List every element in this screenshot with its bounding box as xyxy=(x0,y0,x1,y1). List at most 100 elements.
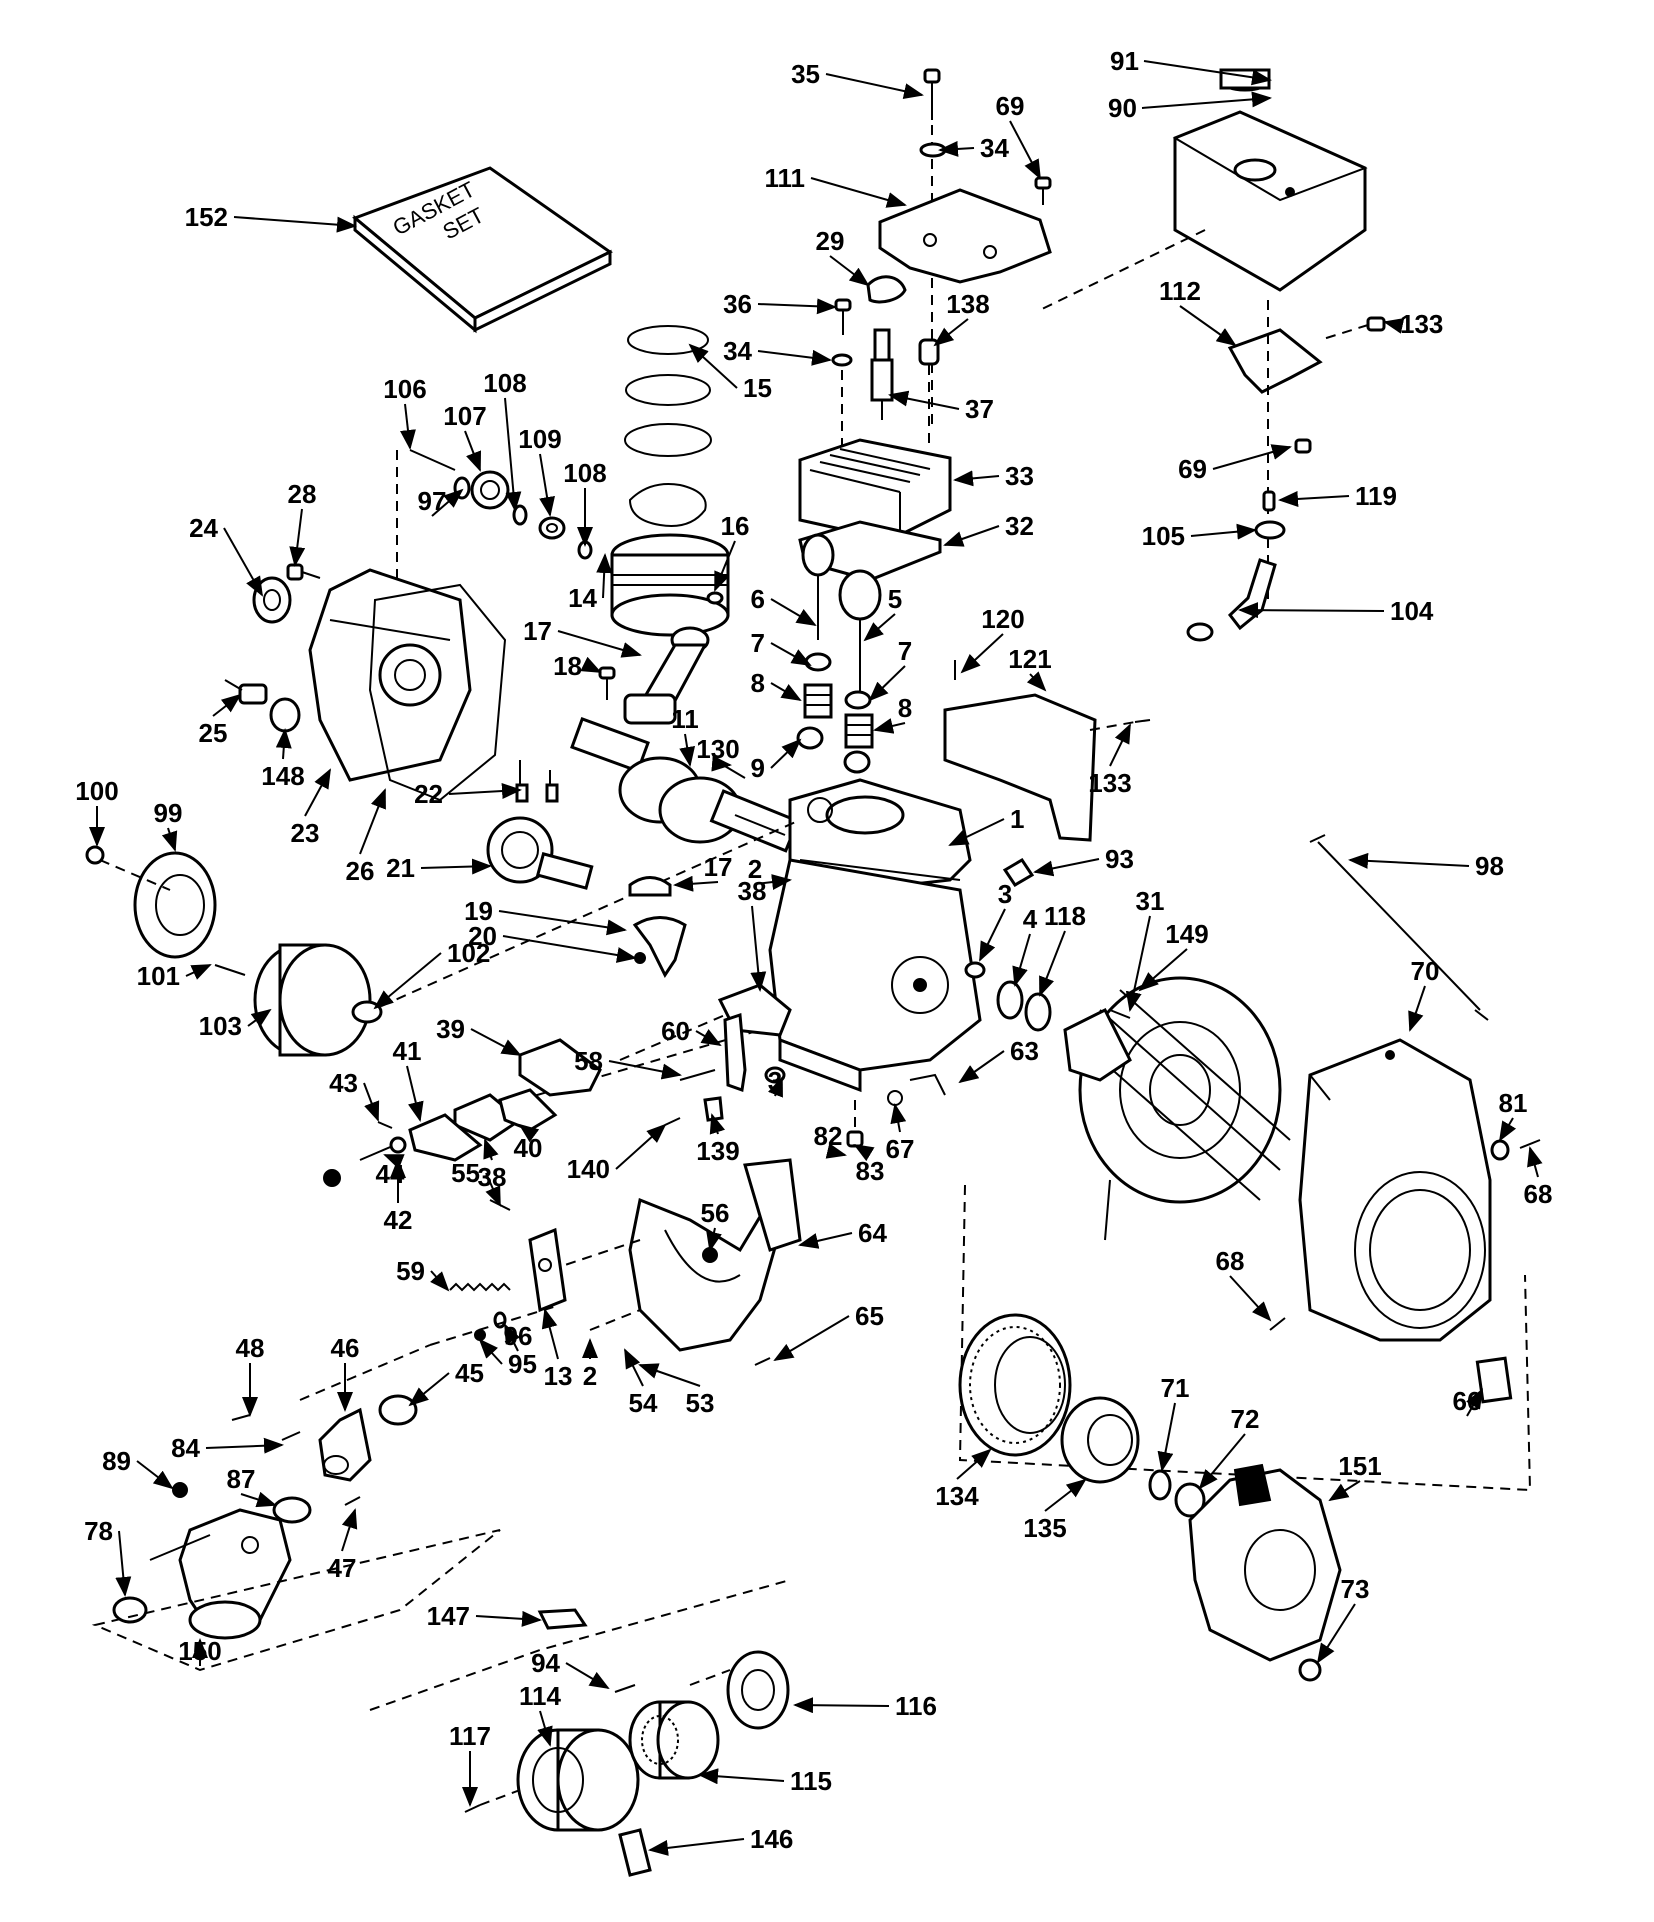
screw-69-right xyxy=(1294,438,1312,454)
part-label-148: 148 xyxy=(261,761,304,791)
part-label-69: 69 xyxy=(996,91,1025,121)
washer-34-mid xyxy=(831,353,853,367)
spring-59 xyxy=(449,1282,511,1292)
leader-line-111 xyxy=(810,177,907,208)
part-label-19: 19 xyxy=(464,896,493,926)
cap-9-right xyxy=(843,750,871,774)
intake-dash-2 xyxy=(299,1344,431,1401)
leader-line-16 xyxy=(714,540,736,592)
screw-68-left xyxy=(1269,1317,1286,1331)
part-label-25: 25 xyxy=(199,718,228,748)
part-label-32: 32 xyxy=(1005,511,1034,541)
part-label-134: 134 xyxy=(935,1481,979,1511)
leader-line-8 xyxy=(770,682,802,702)
part-label-40: 40 xyxy=(514,1133,543,1163)
leader-line-109 xyxy=(539,453,555,517)
part-label-28: 28 xyxy=(288,479,317,509)
screw-100 xyxy=(85,845,105,865)
screw-47 xyxy=(344,1496,361,1506)
part-label-64: 64 xyxy=(858,1218,887,1248)
part-label-11: 11 xyxy=(671,704,699,734)
deflector-146 xyxy=(618,1828,652,1877)
leader-line-14 xyxy=(596,553,613,599)
retainer-7-right xyxy=(844,690,872,710)
part-label-7: 7 xyxy=(751,628,765,658)
leader-line-6 xyxy=(770,598,817,627)
leader-line-17 xyxy=(673,875,719,892)
part-label-90: 90 xyxy=(1108,93,1137,123)
clamp-105-top xyxy=(1254,520,1286,540)
leader-line-43 xyxy=(363,1082,380,1122)
breather-40 xyxy=(498,1088,558,1132)
part-label-105: 105 xyxy=(1142,521,1185,551)
part-label-3: 3 xyxy=(998,879,1012,909)
leader-line-26 xyxy=(359,788,386,855)
part-label-130: 130 xyxy=(696,734,739,764)
leader-line-24 xyxy=(223,527,263,597)
leader-line-103 xyxy=(247,1008,272,1028)
leader-line-38 xyxy=(750,905,767,992)
leader-line-7 xyxy=(868,665,906,702)
leader-line-39 xyxy=(470,1028,522,1056)
part-label-101: 101 xyxy=(137,961,180,991)
part-label-97: 97 xyxy=(418,486,447,516)
part-label-4: 4 xyxy=(1023,904,1038,934)
leader-line-121 xyxy=(1026,671,1047,692)
part-label-14: 14 xyxy=(568,583,597,613)
leader-line-20 xyxy=(502,935,637,963)
ignition-module-31 xyxy=(1063,1007,1132,1241)
seal-148 xyxy=(269,697,301,733)
part-label-59: 59 xyxy=(396,1256,425,1286)
leader-line-135 xyxy=(1044,1478,1087,1512)
screw-68-right xyxy=(1519,1139,1541,1149)
leader-line-89 xyxy=(136,1460,174,1490)
leader-line-102 xyxy=(373,952,442,1010)
part-label-35: 35 xyxy=(791,59,820,89)
part-label-117: 117 xyxy=(449,1721,491,1751)
muffler-114 xyxy=(516,1728,640,1832)
leader-line-101 xyxy=(185,964,212,980)
tank-bracket-112 xyxy=(1227,328,1323,394)
oil-seal-4 xyxy=(996,980,1024,1020)
leader-line-120 xyxy=(960,633,1004,674)
muffler-dash-3 xyxy=(479,1789,521,1806)
part-label-81: 81 xyxy=(1499,1088,1528,1118)
leader-line-70 xyxy=(1408,985,1426,1032)
part-label-21: 21 xyxy=(386,853,415,883)
piston-rings-15 xyxy=(624,325,712,527)
seal-24 xyxy=(252,576,292,624)
leader-line-71 xyxy=(1157,1402,1176,1472)
camshaft-21 xyxy=(486,760,594,890)
leader-line-59 xyxy=(430,1270,450,1292)
nut-56 xyxy=(702,1247,718,1263)
leader-line-118 xyxy=(1039,930,1066,997)
air-baffle-111 xyxy=(878,188,1052,284)
part-label-38: 38 xyxy=(738,876,767,906)
screw-117 xyxy=(464,1804,481,1813)
leader-line-97 xyxy=(431,488,464,517)
leader-line-9 xyxy=(770,738,802,769)
bolt-28 xyxy=(286,563,321,581)
part-label-8: 8 xyxy=(898,693,912,723)
part-label-73: 73 xyxy=(1341,1574,1370,1604)
screw-65 xyxy=(754,1357,771,1366)
guard-99 xyxy=(133,851,217,959)
part-label-121: 121 xyxy=(1008,644,1051,674)
leader-line-56 xyxy=(706,1227,722,1252)
part-label-68: 68 xyxy=(1524,1179,1553,1209)
part-label-5: 5 xyxy=(888,584,902,614)
leader-line-65 xyxy=(773,1315,850,1362)
leader-line-38 xyxy=(483,1138,499,1161)
part-label-47: 47 xyxy=(328,1553,357,1583)
part-label-17: 17 xyxy=(523,616,552,646)
clamp-105-bottom xyxy=(1186,622,1214,642)
screw-48 xyxy=(231,1414,251,1421)
spring-8-left xyxy=(803,683,833,719)
leader-line-115 xyxy=(698,1768,785,1785)
leader-line-33 xyxy=(953,470,1000,487)
leader-line-54 xyxy=(624,1348,644,1387)
decal-66 xyxy=(1475,1356,1513,1404)
part-label-133: 133 xyxy=(1400,309,1443,339)
muffler-dash xyxy=(369,1579,791,1711)
part-label-56: 56 xyxy=(701,1198,730,1228)
